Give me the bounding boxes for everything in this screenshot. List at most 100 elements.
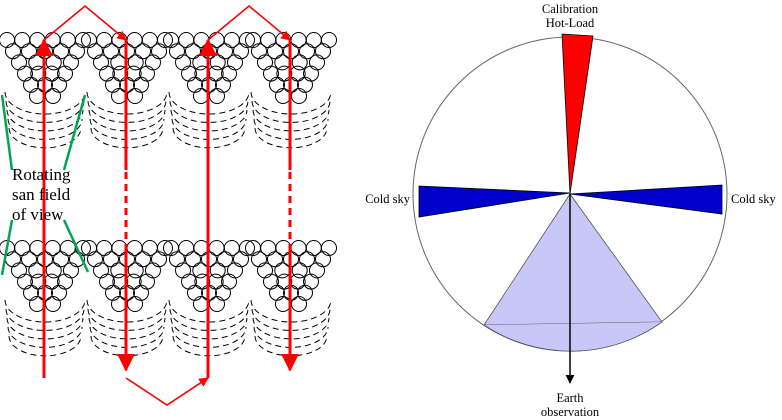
hot-load-label-line-2: Hot-Load [546, 16, 595, 30]
footprint-circle [193, 296, 209, 312]
footprint-circle [181, 65, 197, 82]
top-connector [43, 4, 127, 41]
footprint-circle [275, 296, 291, 312]
cold-sky-right-label: Cold sky [731, 192, 777, 206]
scan-arc [170, 317, 248, 340]
footprint-circle [43, 65, 60, 82]
footprint-circle [263, 65, 279, 82]
footprint-circle [315, 43, 331, 60]
scan-arc [169, 308, 249, 331]
footprint-circle [127, 54, 144, 71]
footprint-circle [51, 76, 67, 93]
footprint-circle [145, 262, 161, 279]
footprint-circle [44, 240, 61, 256]
footprint-circle [321, 32, 337, 48]
cold-sky-left-label: Cold sky [365, 192, 411, 206]
footprint-circle [269, 284, 285, 301]
scan-arc [88, 109, 166, 132]
footprint-circle [57, 65, 73, 82]
scan-arc [168, 91, 250, 115]
scan-arc [170, 109, 248, 132]
footprint-circle [181, 273, 197, 290]
footprint-circle [187, 284, 203, 301]
footprint-circle [69, 43, 85, 60]
footprint-circle [217, 43, 233, 60]
footprint-circle [145, 54, 161, 71]
scan-arc [251, 100, 331, 123]
footprint-circle [23, 76, 39, 93]
footprint-circle [227, 262, 243, 279]
scan-arc [252, 109, 330, 132]
footprint-circle [207, 65, 224, 82]
scan-arc [87, 308, 167, 331]
footprint-circle [221, 65, 237, 82]
footprint-circle [87, 251, 103, 268]
footprint-circle [303, 65, 319, 82]
footprint-circle [111, 88, 127, 104]
footprint-circle [209, 262, 226, 279]
footprint-circle [29, 88, 45, 104]
footprint-circle [233, 251, 249, 268]
footprint-circle [291, 54, 308, 71]
footprint-circle [99, 65, 115, 82]
footprint-circle [135, 251, 151, 268]
footprint-circle [23, 284, 39, 301]
leader-line-upper-right [62, 94, 87, 171]
footprint-circle [291, 296, 307, 312]
footprint-circle [267, 251, 283, 268]
footprint-circle [126, 32, 143, 48]
footprint-circle [110, 54, 127, 71]
bottom-connector [125, 377, 209, 406]
footprint-circle [208, 32, 225, 48]
footprint-circle [44, 32, 61, 48]
scan-label-line-1: Rotating [12, 165, 71, 184]
footprint-circle [11, 54, 27, 71]
scan-arc [252, 317, 330, 340]
earth-view-sector [483, 193, 663, 326]
cold-sky-right-sector [569, 184, 723, 215]
footprint-circle [125, 65, 142, 82]
footprint-circle [45, 296, 61, 312]
footprint-circle [309, 54, 325, 71]
footprint-circle [63, 262, 79, 279]
footprint-circle [291, 262, 308, 279]
footprint-circle [208, 240, 225, 256]
footprint-circle [139, 65, 155, 82]
scan-arc [250, 299, 332, 323]
footprint-circle [297, 76, 313, 93]
scan-pattern-panel: Rotating san field of view [0, 4, 337, 406]
footprint-circle [192, 262, 209, 279]
scan-arc [169, 100, 249, 123]
footprint-circle [207, 273, 224, 290]
footprint-circle [289, 65, 306, 82]
footprint-circle [257, 262, 273, 279]
footprint-circle [51, 284, 67, 301]
leader-line-lower-right [62, 219, 90, 273]
footprint-circle [93, 54, 109, 71]
footprint-circle [299, 251, 315, 268]
footprint-circle [297, 284, 313, 301]
footprint-circle [45, 262, 62, 279]
footprint-circle [43, 273, 60, 290]
scan-geometry-panel: Calibration Hot-Load Cold sky Cold sky E… [365, 2, 776, 419]
footprint-circle [53, 251, 69, 268]
footprint-circle [125, 273, 142, 290]
scan-arc [251, 308, 331, 331]
footprint-circle [45, 54, 62, 71]
hot-load-sector [561, 33, 594, 195]
earth-view-arc [483, 321, 663, 352]
scan-arc [4, 91, 86, 115]
footprint-circle [215, 76, 231, 93]
footprint-circle [5, 251, 21, 268]
footprint-circle [169, 251, 185, 268]
scan-arc [5, 100, 85, 123]
scan-arc [88, 317, 166, 340]
footprint-circle [217, 251, 233, 268]
footprint-circle [105, 76, 121, 93]
footprint-circle [45, 88, 61, 104]
footprint-circle [299, 43, 315, 60]
scan-arc [4, 299, 86, 323]
footprint-circle [175, 54, 191, 71]
scan-direction-arrows [35, 4, 299, 406]
